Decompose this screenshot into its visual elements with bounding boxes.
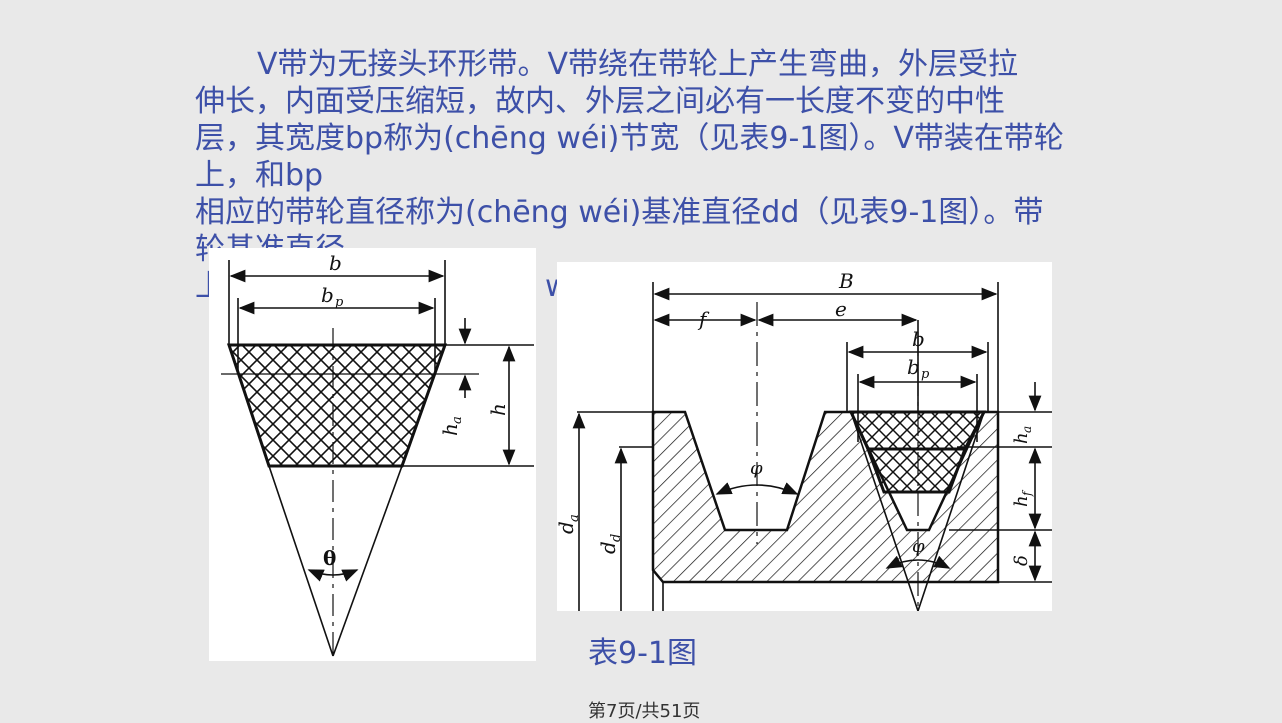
- label-b: b: [329, 251, 342, 275]
- label-f: f: [697, 307, 710, 331]
- label-phi: φ: [912, 536, 925, 557]
- label-B: B: [838, 269, 854, 293]
- label-delta: δ: [1011, 555, 1032, 566]
- paragraph-line: V带为无接头环形带。V带绕在带轮上产生弯曲，外层受拉: [257, 47, 1019, 82]
- label-b: b: [912, 327, 925, 351]
- label-ha: h: [1011, 432, 1032, 444]
- label-bp-sub: p: [921, 367, 930, 382]
- label-dd-sub: d: [609, 534, 624, 542]
- paragraph-line: 上，和bp: [195, 158, 324, 193]
- figure-caption: 表9-1图: [588, 636, 697, 671]
- label-ha: h: [438, 423, 462, 436]
- label-da-sub: a: [567, 514, 582, 522]
- label-bp: b: [907, 355, 920, 379]
- paragraph-line: 层，其宽度bp称为(chēng wéi)节宽（见表9-1图）。V带装在带轮: [195, 121, 1064, 156]
- label-hf-sub: f: [1020, 489, 1034, 497]
- pulley-groove-figure: B f e b b p φ φ h a h f δ d a d d: [554, 262, 1052, 612]
- label-phi-groove: φ: [750, 458, 763, 479]
- label-e: e: [835, 297, 847, 321]
- label-theta: θ: [323, 546, 336, 570]
- label-bp-sub: p: [335, 295, 344, 310]
- v-belt-section-drawing: b b p h a h θ: [221, 251, 534, 657]
- body-paragraph: V带为无接头环形带。V带绕在带轮上产生弯曲，外层受拉 伸长，内面受压缩短，故内、…: [195, 46, 1075, 268]
- label-h: h: [486, 403, 510, 416]
- paragraph-line: 伸长，内面受压缩短，故内、外层之间必有一长度不变的中性: [195, 84, 1005, 119]
- label-ha-sub: a: [1020, 426, 1034, 433]
- page-number: 第7页/共51页: [588, 701, 701, 722]
- v-belt-section-figure: b b p h a h θ: [209, 248, 536, 661]
- label-da: d: [557, 521, 578, 534]
- label-dd: d: [596, 541, 620, 554]
- pulley-groove-drawing: B f e b b p φ φ h a h f δ d a d d: [554, 269, 1052, 612]
- label-bp: b: [321, 283, 334, 307]
- label-ha-sub: a: [450, 416, 465, 424]
- paragraph-line: 相应的带轮直径称为(chēng wéi)基准直径dd（见表9-1图）。带: [195, 195, 1044, 230]
- label-hf: h: [1011, 495, 1032, 507]
